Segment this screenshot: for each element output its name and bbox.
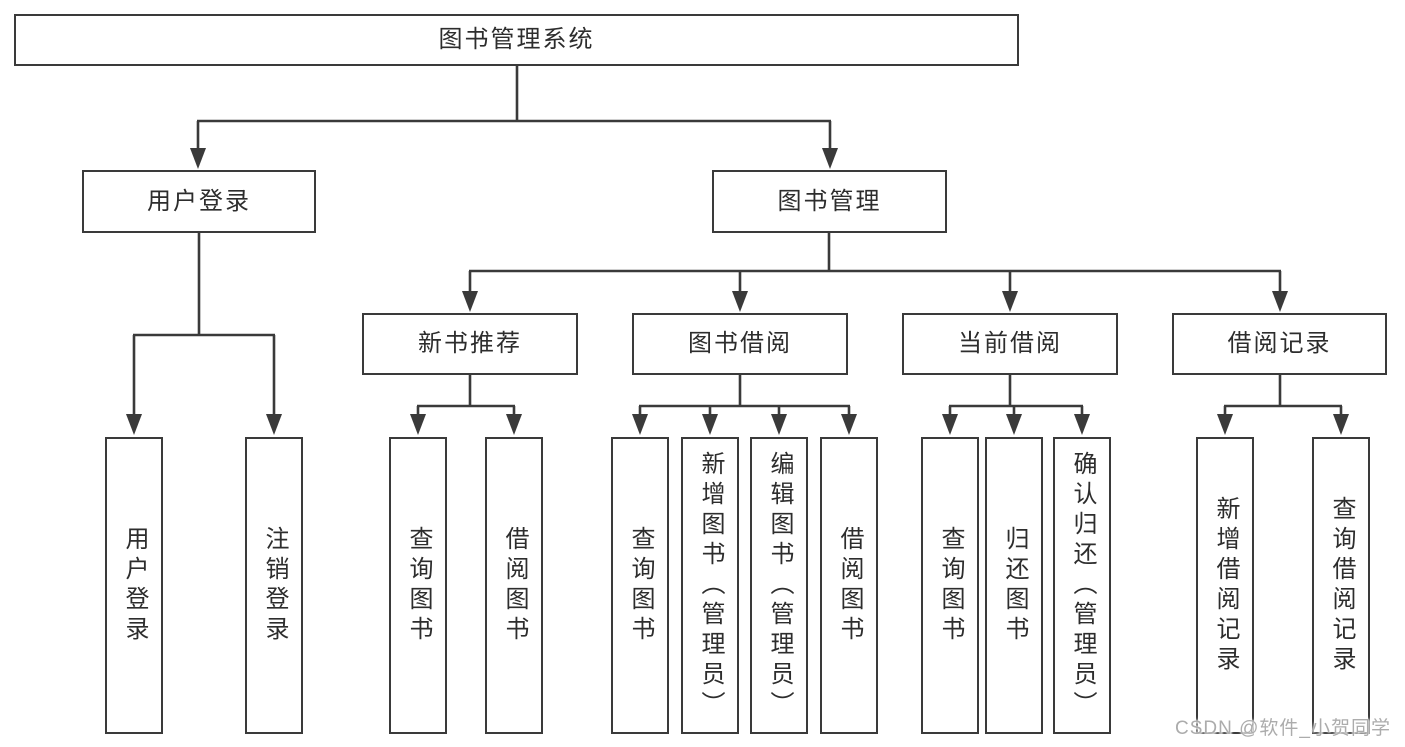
arrowhead xyxy=(822,148,838,169)
node-user-login-group: 用户登录 xyxy=(82,170,316,233)
arrowhead xyxy=(1074,414,1090,435)
arrowhead xyxy=(632,414,648,435)
arrowhead xyxy=(732,291,748,312)
node-label: 新增借阅记录 xyxy=(1212,495,1239,676)
leaf-borrow-books-recommend: 借阅图书 xyxy=(485,437,543,734)
arrowhead xyxy=(1006,414,1022,435)
node-library-management-system: 图书管理系统 xyxy=(14,14,1019,66)
node-book-borrowing: 图书借阅 xyxy=(632,313,848,375)
leaf-query-books-current: 查询图书 xyxy=(921,437,979,734)
leaf-edit-books-admin: 编辑图书（管理员） xyxy=(750,437,808,734)
arrowhead xyxy=(942,414,958,435)
arrowhead xyxy=(841,414,857,435)
arrowhead xyxy=(1002,291,1018,312)
edge-records-to-leaves xyxy=(1223,375,1343,416)
leaf-logout: 注销登录 xyxy=(245,437,303,734)
node-label: 编辑图书（管理员） xyxy=(766,450,793,721)
arrowhead xyxy=(771,414,787,435)
leaf-query-books-recommend: 查询图书 xyxy=(389,437,447,734)
node-label: 新增图书（管理员） xyxy=(697,450,724,721)
node-label: 查询图书 xyxy=(937,525,964,646)
node-new-book-recommendation: 新书推荐 xyxy=(362,313,578,375)
node-label: 新书推荐 xyxy=(418,330,522,357)
edge-borrow-to-leaves xyxy=(638,375,851,416)
arrowhead xyxy=(1217,414,1233,435)
leaf-user-login: 用户登录 xyxy=(105,437,163,734)
node-borrowing-records: 借阅记录 xyxy=(1172,313,1387,375)
node-label: 用户登录 xyxy=(121,525,148,646)
node-label: 当前借阅 xyxy=(958,330,1062,357)
edge-newbook-to-leaves xyxy=(416,375,516,416)
arrowhead xyxy=(190,148,206,169)
node-label: 借阅图书 xyxy=(501,525,528,646)
node-current-borrowing: 当前借阅 xyxy=(902,313,1118,375)
leaf-return-books: 归还图书 xyxy=(985,437,1043,734)
node-label: 查询借阅记录 xyxy=(1328,495,1355,676)
arrowhead xyxy=(506,414,522,435)
edge-current-to-leaves xyxy=(948,375,1084,416)
edge-userlogin-to-leaves xyxy=(132,233,276,416)
node-label: 查询图书 xyxy=(405,525,432,646)
node-label: 图书管理 xyxy=(777,187,882,215)
leaf-borrow-books: 借阅图书 xyxy=(820,437,878,734)
leaf-confirm-return-admin: 确认归还（管理员） xyxy=(1053,437,1111,734)
node-label: 图书管理系统 xyxy=(438,26,595,53)
leaf-query-books-borrowing: 查询图书 xyxy=(611,437,669,734)
leaf-query-borrow-record: 查询借阅记录 xyxy=(1312,437,1370,734)
arrowhead xyxy=(462,291,478,312)
node-label: 归还图书 xyxy=(1001,525,1028,646)
node-label: 查询图书 xyxy=(627,525,654,646)
leaf-add-borrow-record: 新增借阅记录 xyxy=(1196,437,1254,734)
arrowhead xyxy=(410,414,426,435)
arrowhead xyxy=(1333,414,1349,435)
node-label: 用户登录 xyxy=(147,187,251,215)
arrowhead xyxy=(702,414,718,435)
node-label: 借阅图书 xyxy=(836,525,863,646)
edge-root-to-level2 xyxy=(196,66,832,151)
arrowhead xyxy=(266,414,282,435)
node-label: 确认归还（管理员） xyxy=(1069,450,1096,721)
node-label: 注销登录 xyxy=(261,525,288,646)
node-label: 借阅记录 xyxy=(1227,330,1332,357)
arrowhead xyxy=(1272,291,1288,312)
arrowhead xyxy=(126,414,142,435)
node-book-management: 图书管理 xyxy=(712,170,947,233)
node-label: 图书借阅 xyxy=(688,330,792,357)
leaf-add-books-admin: 新增图书（管理员） xyxy=(681,437,739,734)
edge-bookmgmt-to-level3 xyxy=(468,233,1282,294)
